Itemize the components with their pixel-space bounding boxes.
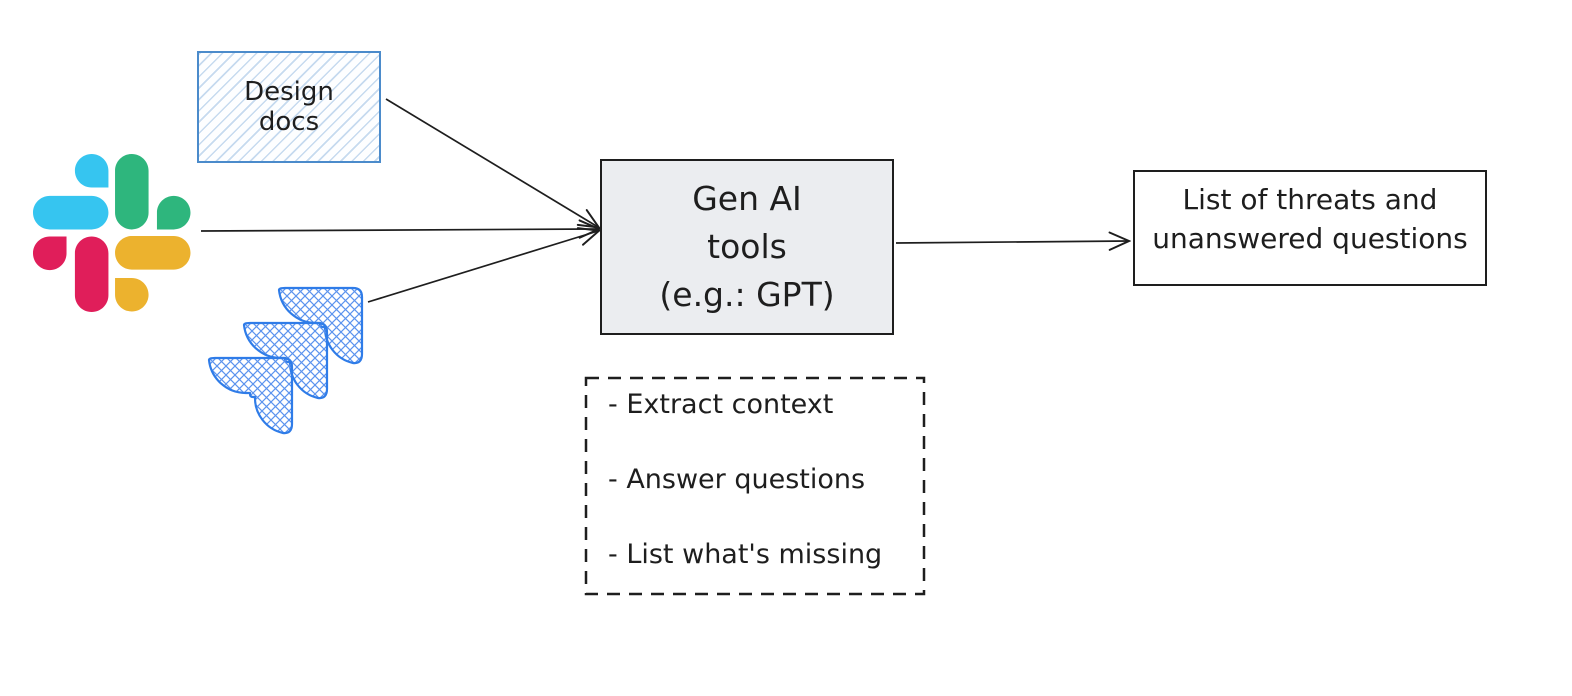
notes-box-dashed-border <box>584 376 926 596</box>
note-item: - Answer questions <box>608 464 866 495</box>
output-label-line: List of threats and <box>1182 183 1438 216</box>
slack-logo-blue-shape <box>33 154 109 230</box>
gen-ai-label-line: tools <box>707 227 787 266</box>
slack-logo-red-shape <box>33 236 109 312</box>
note-item: - List what's missing <box>608 539 883 570</box>
arrow-jira-to-gen-ai <box>367 231 598 303</box>
arrow-slack-to-gen-ai <box>200 229 598 231</box>
gen-ai-label-line: Gen AI <box>692 179 802 218</box>
jira-icon <box>207 286 364 435</box>
notes-box: - Extract context - Answer questions - L… <box>585 377 925 595</box>
output-label-line: unanswered questions <box>1152 222 1468 255</box>
design-docs-label-line: Design <box>244 77 334 107</box>
node-design-docs: Design docs <box>197 51 381 163</box>
jira-logo-piece-bottom <box>207 356 294 435</box>
slack-logo-yellow-shape <box>115 236 191 312</box>
arrow-design-docs-to-gen-ai <box>385 98 598 227</box>
slack-icon <box>33 154 191 312</box>
node-output-list: List of threats and unanswered questions <box>1133 170 1487 286</box>
slack-logo-green-shape <box>115 154 191 230</box>
gen-ai-label-line: (e.g.: GPT) <box>659 275 835 314</box>
note-item: - Extract context <box>608 389 834 420</box>
arrow-gen-ai-to-output <box>895 241 1128 243</box>
node-gen-ai-tools: Gen AI tools (e.g.: GPT) <box>600 159 894 335</box>
design-docs-label-line: docs <box>258 107 320 137</box>
